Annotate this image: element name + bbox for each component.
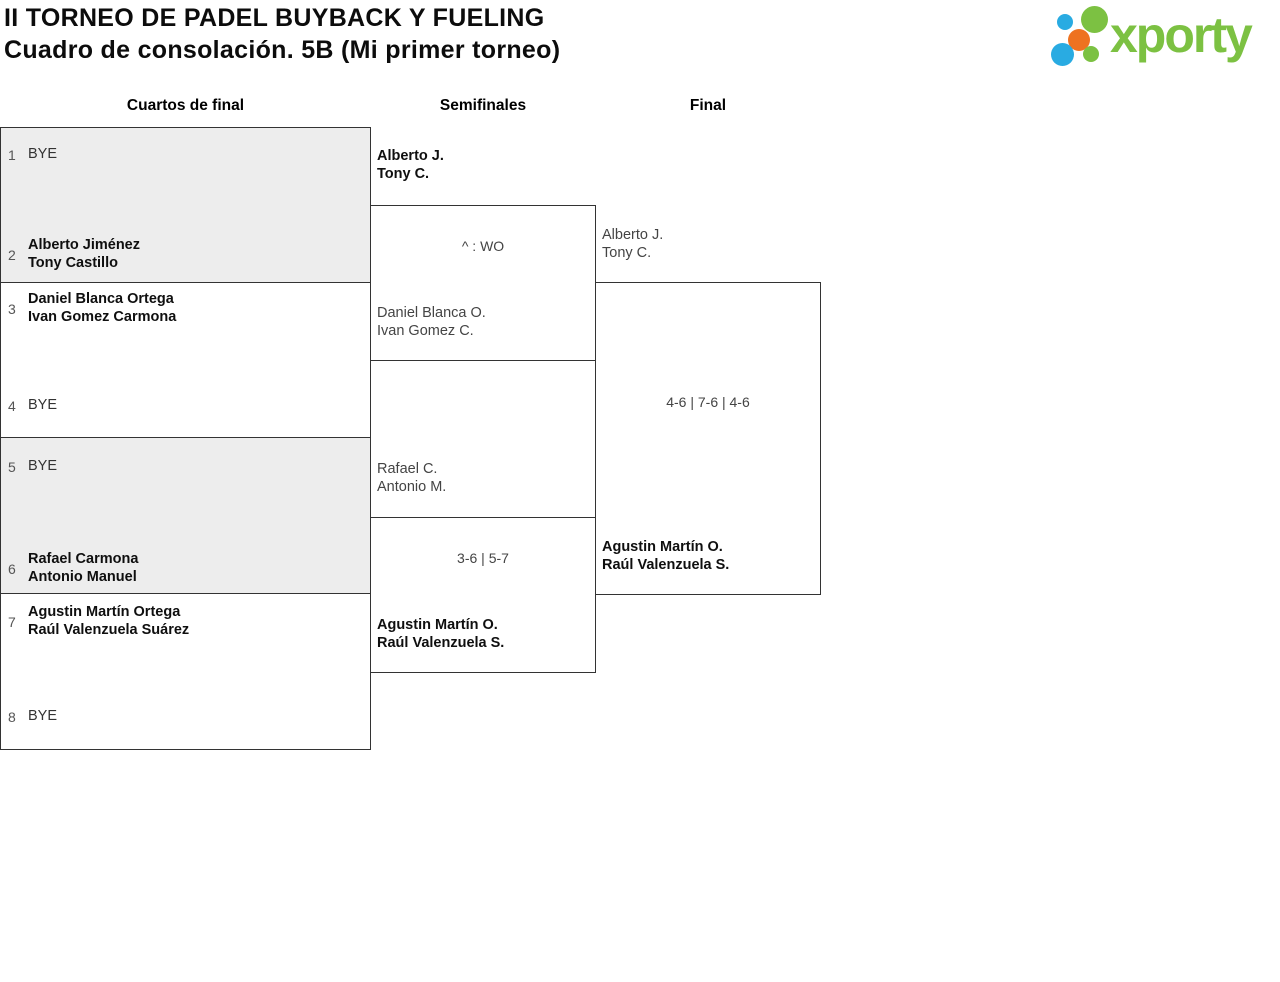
- final-score: 4-6 | 7-6 | 4-6: [666, 394, 750, 410]
- team-name-line1: BYE: [28, 397, 58, 413]
- qf-slot-5: 5 BYE: [8, 458, 358, 476]
- logo-dot-green-large-icon: [1081, 6, 1108, 33]
- seed-number: 6: [8, 560, 16, 577]
- qf-slot-7: 7 Agustin Martín Ortega Raúl Valenzuela …: [8, 604, 358, 639]
- sf2-team-bottom: Agustin Martín O. Raúl Valenzuela S.: [377, 616, 504, 652]
- qf-slot-2: 2 Alberto Jiménez Tony Castillo: [8, 237, 358, 272]
- seed-number: 7: [8, 613, 16, 630]
- qf-slot-3: 3 Daniel Blanca Ortega Ivan Gomez Carmon…: [8, 291, 358, 326]
- sf2-score: 3-6 | 5-7: [457, 550, 509, 566]
- sf1-score: ^ : WO: [461, 238, 505, 254]
- team-name-line1: Alberto Jiménez: [28, 237, 140, 253]
- xporty-logo[interactable]: xporty: [1048, 0, 1280, 78]
- team-name-line2: Tony C.: [602, 245, 652, 261]
- sf1-team-top: Alberto J. Tony C.: [377, 147, 444, 183]
- team-name-line1: Alberto J.: [602, 227, 664, 243]
- final-team-top: Alberto J. Tony C.: [602, 226, 663, 262]
- team-names: Alberto Jiménez Tony Castillo: [28, 237, 140, 272]
- sf1-team-bottom: Daniel Blanca O. Ivan Gomez C.: [377, 304, 486, 340]
- team-names: Daniel Blanca Ortega Ivan Gomez Carmona: [28, 291, 176, 326]
- team-name-line2: Ivan Gomez Carmona: [28, 308, 177, 325]
- team-name-line2: Antonio M.: [377, 479, 447, 495]
- page-title: II TORNEO DE PADEL BUYBACK Y FUELING Cua…: [4, 2, 560, 66]
- round-header-final: Final: [689, 97, 727, 114]
- team-names: BYE: [28, 458, 57, 476]
- qf-slot-1: 1 BYE: [8, 146, 358, 164]
- seed-number: 1: [8, 146, 16, 163]
- team-name-line1: Alberto J.: [377, 148, 444, 164]
- team-name-line2: Ivan Gomez C.: [377, 323, 474, 339]
- bracket-subtitle: Cuadro de consolación. 5B (Mi primer tor…: [4, 36, 561, 64]
- team-name-line2: Antonio Manuel: [28, 568, 137, 585]
- final-team-bottom: Agustin Martín O. Raúl Valenzuela S.: [602, 538, 729, 574]
- team-names: Agustin Martín Ortega Raúl Valenzuela Su…: [28, 604, 189, 639]
- team-name-line1: Agustin Martín O.: [377, 617, 498, 633]
- qf-match-box-3: [0, 437, 371, 594]
- logo-dot-blue-small-icon: [1057, 14, 1073, 30]
- qf-slot-6: 6 Rafael Carmona Antonio Manuel: [8, 551, 358, 586]
- team-name-line1: Agustin Martín O.: [602, 539, 723, 555]
- seed-number: 2: [8, 246, 16, 263]
- team-names: BYE: [28, 708, 57, 726]
- team-name-line1: Rafael Carmona: [28, 551, 139, 567]
- team-names: BYE: [28, 397, 57, 415]
- team-name-line1: BYE: [28, 708, 58, 724]
- round-header-quarterfinals: Cuartos de final: [126, 97, 245, 114]
- team-names: Rafael Carmona Antonio Manuel: [28, 551, 138, 586]
- team-name-line1: Daniel Blanca Ortega: [28, 291, 174, 307]
- round-header-semifinals: Semifinales: [439, 97, 527, 114]
- logo-dot-orange-icon: [1068, 29, 1090, 51]
- seed-number: 8: [8, 708, 16, 725]
- team-name-line1: Agustin Martín Ortega: [28, 604, 181, 620]
- team-name-line2: Raúl Valenzuela Suárez: [28, 621, 190, 638]
- tournament-name: II TORNEO DE PADEL BUYBACK Y FUELING: [4, 4, 545, 32]
- sf2-match-box[interactable]: [370, 517, 596, 673]
- team-name-line2: Tony Castillo: [28, 254, 118, 271]
- team-name-line1: BYE: [28, 458, 58, 474]
- logo-dot-blue-large-icon: [1051, 43, 1074, 66]
- logo-wordmark: xporty: [1110, 7, 1253, 63]
- qf-slot-4: 4 BYE: [8, 397, 358, 415]
- qf-match-box-2: [0, 282, 371, 438]
- final-match-box[interactable]: [595, 282, 821, 595]
- team-name-line1: Rafael C.: [377, 461, 438, 477]
- team-name-line2: Tony C.: [377, 166, 430, 182]
- team-name-line1: Daniel Blanca O.: [377, 305, 486, 321]
- logo-dot-green-small-icon: [1083, 46, 1099, 62]
- seed-number: 3: [8, 300, 16, 317]
- qf-slot-8: 8 BYE: [8, 708, 358, 726]
- seed-number: 4: [8, 397, 16, 414]
- qf-match-box-4: [0, 593, 371, 750]
- team-name-line2: Raúl Valenzuela S.: [602, 557, 730, 573]
- team-names: BYE: [28, 146, 57, 164]
- sf2-team-top: Rafael C. Antonio M.: [377, 460, 446, 496]
- seed-number: 5: [8, 458, 16, 475]
- team-name-line2: Raúl Valenzuela S.: [377, 635, 505, 651]
- team-name-line1: BYE: [28, 146, 58, 162]
